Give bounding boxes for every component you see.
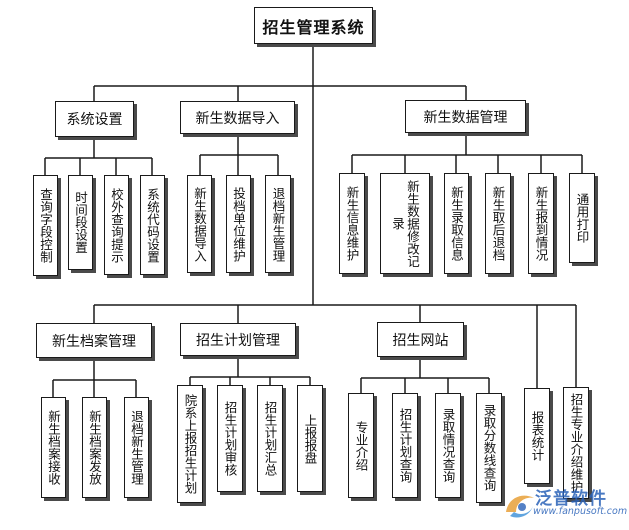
leaf-general-print: 通用打印 — [569, 173, 595, 263]
leaf-time-period-setting: 时间段设置 — [68, 175, 93, 270]
leaf-returned-student-management: 退档新生管理 — [265, 175, 291, 273]
leaf-major-introduction: 专业介绍 — [348, 393, 374, 498]
root-node: 招生管理系统 — [254, 7, 373, 44]
leaf-student-info-maintenance: 新生信息维护 — [339, 173, 365, 274]
node-admissions-website: 招生网站 — [377, 322, 464, 357]
node-plan-management: 招生计划管理 — [180, 323, 296, 356]
node-archive-management: 新生档案管理 — [36, 323, 152, 358]
leaf-data-modification-record: 新生数据修改记录 — [380, 173, 430, 274]
leaf-new-student-data-import: 新生数据导入 — [187, 175, 212, 273]
leaf-report-submission: 上报报盘 — [297, 385, 323, 492]
leaf-archive-returned-management: 退档新生管理 — [124, 397, 149, 498]
leaf-score-line-query: 录取分数线查询 — [476, 393, 502, 503]
leaf-major-intro-maintenance: 招生专业介绍维护 — [563, 387, 589, 499]
leaf-plan-review: 招生计划审核 — [217, 385, 243, 492]
leaf-filing-unit-maintenance: 投档单位维护 — [226, 175, 251, 273]
leaf-query-field-control: 查询字段控制 — [33, 175, 58, 276]
leaf-admission-status-query: 录取情况查询 — [435, 393, 461, 498]
leaf-registration-status: 新生报到情况 — [528, 173, 554, 274]
leaf-withdraw-after-admission: 新生取后退档 — [485, 173, 511, 274]
watermark-brand: 泛普软件 — [535, 489, 607, 509]
watermark-url: www.fanpusoft.com — [533, 506, 628, 517]
node-data-management: 新生数据管理 — [405, 100, 526, 133]
leaf-plan-query: 招生计划查询 — [392, 393, 418, 498]
leaf-archive-distribute: 新生档案发放 — [82, 397, 107, 498]
leaf-report-statistics: 报表统计 — [524, 388, 550, 484]
fanpu-logo-icon — [506, 495, 534, 518]
leaf-archive-receive: 新生档案接收 — [41, 397, 66, 498]
leaf-external-query-hint: 校外查询提示 — [104, 175, 129, 275]
leaf-admission-info: 新生录取信息 — [444, 173, 469, 274]
node-data-import: 新生数据导入 — [180, 101, 295, 134]
leaf-system-code-setting: 系统代码设置 — [140, 175, 165, 275]
leaf-plan-summary: 招生计划汇总 — [257, 385, 283, 492]
node-system-settings: 系统设置 — [55, 101, 134, 137]
leaf-department-submit-plan: 院系上报招生计划 — [177, 385, 203, 503]
